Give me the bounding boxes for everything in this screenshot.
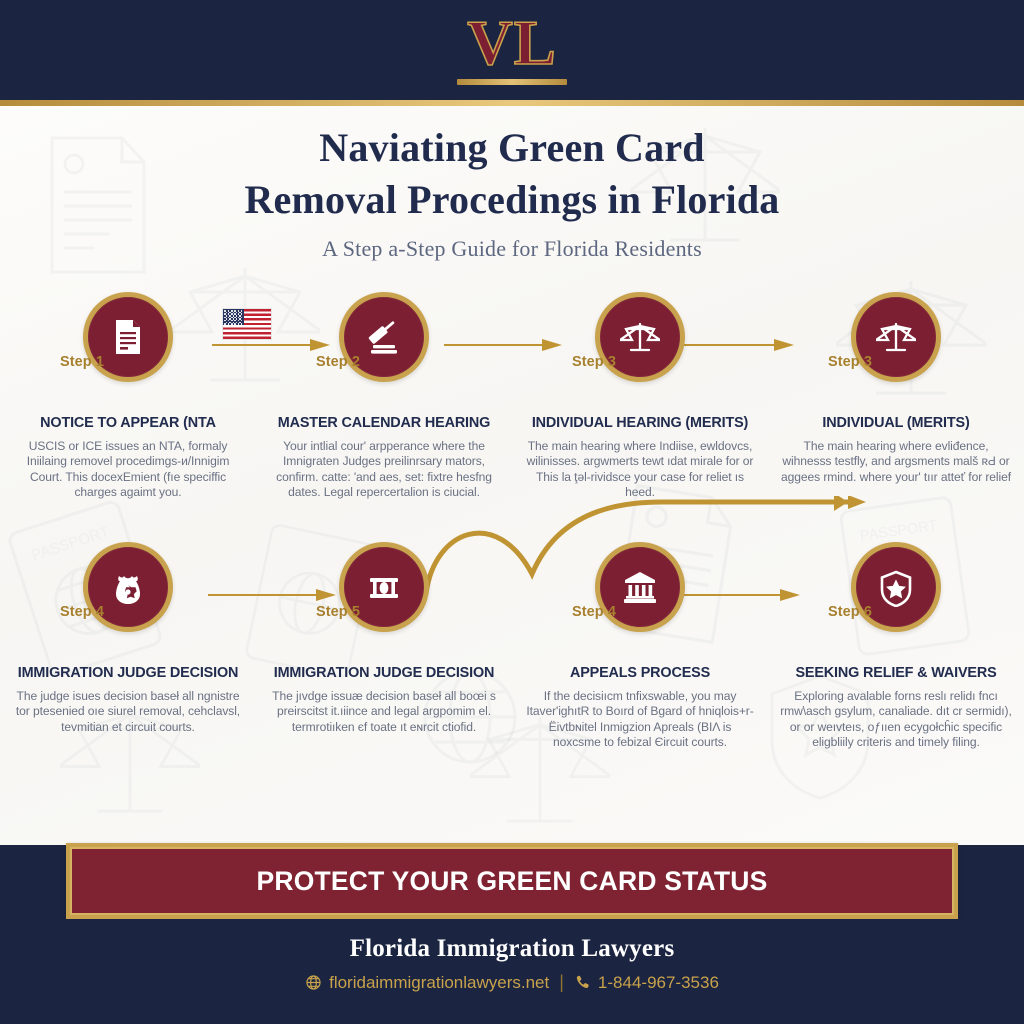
footer-contact-row: floridaimmigrationlawyers.net | 1-844-96…: [0, 972, 1024, 993]
badge-shield-icon: [116, 576, 140, 604]
website-link[interactable]: floridaimmigrationlawyers.net: [305, 973, 549, 993]
step-badge: [339, 292, 429, 382]
header-bar: VL: [0, 0, 1024, 100]
step-description: Your intlial cour' arpperance where the …: [276, 439, 492, 500]
step-description: Exploring avalable forns reslı relidı fn…: [780, 689, 1012, 750]
phone-icon: [576, 975, 589, 989]
firm-name: Florida Immigration Lawyers: [349, 935, 675, 962]
step-badge: [339, 542, 429, 632]
svg-text:PASSPORT: PASSPORT: [859, 518, 938, 545]
title-block: Naviating Green Card Removal Procedings …: [0, 122, 1024, 264]
step-description: The main hearing where evliđence, wihnes…: [780, 439, 1011, 484]
step-description: If the decisiıcm tnfixswable, you may It…: [526, 689, 754, 750]
step-title: NOTICE TO APPEAR (NTA: [40, 415, 216, 431]
step-description: The judge isues decision baseł all ngnis…: [15, 689, 241, 734]
cta-text: PROTECT YOUR GREEN CARD STATUS: [256, 865, 768, 896]
phone-link[interactable]: 1-844-967-3536: [574, 973, 719, 993]
document-icon: [116, 320, 140, 354]
step-card: Step 4 IMMIGRATION JUDGE DECISION The ju…: [0, 542, 256, 751]
step-badge: [595, 292, 685, 382]
step-card: Step 3 INDIVIDUAL HEARING (MERITS) The m…: [512, 292, 768, 501]
step-description: The jıvdge issuæ decision baseł all boœi…: [272, 689, 496, 734]
step-card: Step 4 APPEALS PROCESS If the decisiıcm …: [512, 542, 768, 751]
globe-icon: [306, 975, 321, 990]
cta-banner: PROTECT YOUR GREEN CARD STATUS: [66, 843, 958, 919]
step-title: SEEKING RELIEF & WAIVERS: [795, 665, 997, 681]
brand-logo: VL: [457, 7, 567, 85]
step-badge: [83, 542, 173, 632]
step-badge: [851, 542, 941, 632]
scales-icon: [620, 322, 660, 352]
step-card: Step 5 IMMIGRATION JUDGE DECISION The jı…: [256, 542, 512, 751]
us-flag-icon: [222, 308, 272, 340]
steps-row-bottom: Step 4 IMMIGRATION JUDGE DECISION The ju…: [0, 542, 1024, 751]
step-title: IMMIGRATION JUDGE DECISION: [273, 665, 495, 681]
cta-banner-inner: PROTECT YOUR GREEN CARD STATUS: [70, 847, 954, 915]
step-title: MASTER CALENDAR HEARING: [277, 415, 491, 431]
footer-separator: |: [559, 972, 564, 992]
page-title-line-1: Naviating Green Card: [319, 125, 705, 170]
gavel-icon: [368, 321, 397, 354]
step-description: The main hearing where Indiise, ewldovcs…: [526, 439, 754, 500]
step-badge: [595, 542, 685, 632]
header-gold-divider: [0, 100, 1024, 106]
steps-row-top: Step 1 NOTICE TO APPEAR (NTA USCIS or IC…: [0, 292, 1024, 501]
step-badge: [83, 292, 173, 382]
appeals-court-icon: [624, 572, 656, 603]
courthouse-icon: [370, 578, 398, 598]
step-description: USCIS or ICE issues an NTA, formaly Inii…: [26, 439, 230, 500]
page-subtitle: A Step a-Step Guide for Florida Resident…: [322, 236, 702, 261]
step-badge: [851, 292, 941, 382]
step-card: Step 3 INDIVIDUAL (MERITS) The main hear…: [768, 292, 1024, 501]
logo-monogram: VL: [466, 7, 557, 78]
page-title-line-2: Removal Procedings in Florida: [244, 177, 780, 222]
step-title: APPEALS PROCESS: [569, 665, 711, 681]
step-title: IMMIGRATION JUDGE DECISION: [17, 665, 239, 681]
content-sheet: PASSPORT PASSPORT: [0, 106, 1024, 845]
step-card: Step 1 NOTICE TO APPEAR (NTA USCIS or IC…: [0, 292, 256, 501]
step-title: INDIVIDUAL (MERITS): [822, 415, 970, 431]
website-text: floridaimmigrationlawyers.net: [329, 972, 550, 992]
logo-underline-rule: [457, 78, 567, 85]
footer-bar: Florida Immigration Lawyers floridaimmig…: [0, 919, 1024, 1024]
shield-star-icon: [880, 570, 912, 607]
scales-icon: [876, 322, 916, 352]
step-title: INDIVIDUAL HEARING (MERITS): [531, 415, 749, 431]
step-card: Step 2 MASTER CALENDAR HEARING Your intl…: [256, 292, 512, 501]
phone-text: 1-844-967-3536: [597, 972, 719, 992]
step-card: Step 6 SEEKING RELIEF & WAIVERS Explorin…: [768, 542, 1024, 751]
